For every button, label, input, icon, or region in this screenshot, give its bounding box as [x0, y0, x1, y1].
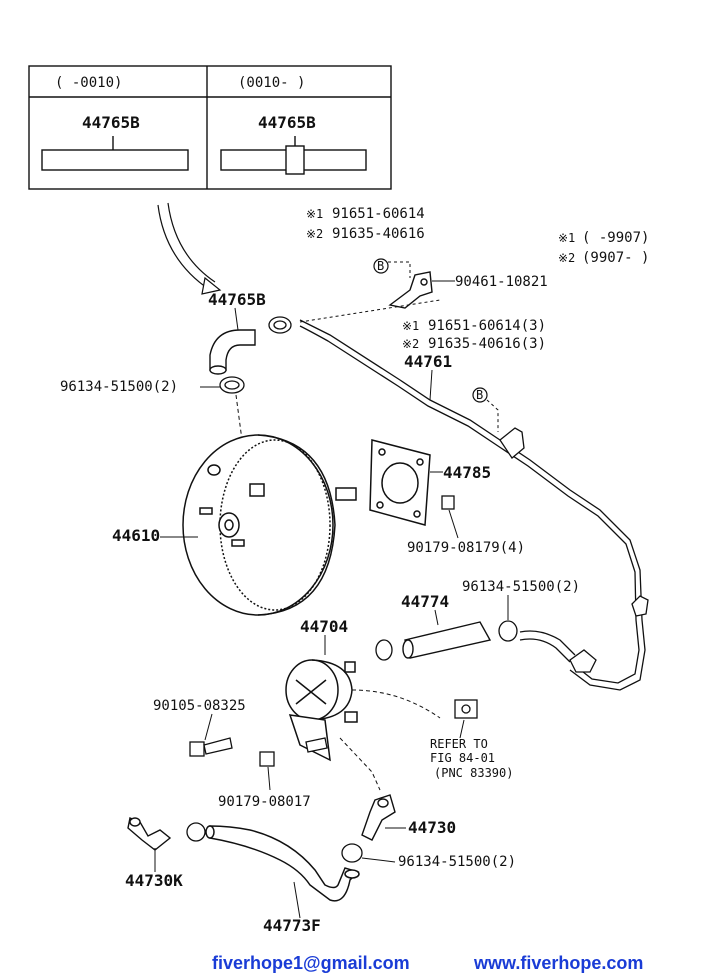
bracket-90461	[388, 271, 433, 309]
nut-90179-08017	[259, 751, 275, 767]
nut-90179-08179	[441, 495, 455, 510]
vacuum-switch	[454, 699, 478, 719]
bolt-90105	[189, 737, 233, 757]
footer-website[interactable]: www.fiverhope.com	[474, 953, 644, 973]
inset-table	[28, 65, 392, 190]
part-90179-08179: 90179-08179(4)	[407, 540, 525, 556]
hose-clamp-bottom-r	[341, 843, 363, 863]
ref-91635-top: 91635-40616	[332, 226, 425, 242]
mark-1-top: ※1	[306, 207, 323, 221]
pipe-clamp-1	[499, 427, 525, 459]
mark-2-mid: ※2	[402, 337, 419, 351]
svg-text:B: B	[377, 259, 384, 273]
brake-booster-44610	[182, 434, 357, 616]
hose-clamp-44774-l	[375, 639, 393, 661]
circle-b-mid: B	[472, 387, 488, 403]
mark-2-range: ※2	[558, 251, 575, 265]
part-96134-bot: 96134-51500(2)	[398, 854, 516, 870]
part-44610: 44610	[112, 526, 160, 545]
hose-44774	[402, 621, 492, 659]
stud-valve	[305, 737, 328, 753]
part-90461: 90461-10821	[455, 274, 548, 290]
part-44785: 44785	[443, 463, 491, 482]
part-96134-mid: 96134-51500(2)	[462, 579, 580, 595]
part-44730k: 44730K	[125, 871, 183, 890]
ref-91651-top: 91651-60614	[332, 206, 425, 222]
range-2: (9907- )	[582, 250, 649, 266]
hose-44765b	[209, 329, 256, 375]
refer-line-2: FIG 84-01	[430, 751, 495, 765]
valve-44704	[285, 659, 358, 762]
hose-clamp-44774-r	[498, 620, 518, 642]
ref-91651-mid: 91651-60614(3)	[428, 318, 546, 334]
range-1: ( -9907)	[582, 230, 649, 246]
mark-2-top: ※2	[306, 227, 323, 241]
part-44774: 44774	[401, 592, 449, 611]
vacuum-pipe-44761	[299, 319, 646, 691]
part-44730: 44730	[408, 818, 456, 837]
part-90179-08017: 90179-08017	[218, 794, 311, 810]
pipe-clamp-2	[631, 595, 649, 617]
part-44773f: 44773F	[263, 916, 321, 935]
inset-range-1: ( -0010)	[55, 75, 122, 91]
part-90105: 90105-08325	[153, 698, 246, 714]
pipe-clamp-3	[569, 649, 597, 673]
mark-1-mid: ※1	[402, 319, 419, 333]
circle-b-top: B	[373, 258, 389, 274]
inset-range-2: (0010- )	[238, 75, 305, 91]
gasket-44785	[369, 439, 431, 526]
inset-part-2: 44765B	[258, 113, 316, 132]
fitting-44730k	[127, 817, 172, 851]
refer-line-1: REFER TO	[430, 737, 488, 751]
part-44761: 44761	[404, 352, 452, 371]
mark-1-range: ※1	[558, 231, 575, 245]
hose-clamp-top	[268, 316, 292, 334]
footer-email[interactable]: fiverhope1@gmail.com	[212, 953, 410, 973]
inset-part-1: 44765B	[82, 113, 140, 132]
hose-44773f	[205, 825, 360, 902]
part-44704: 44704	[300, 617, 348, 636]
part-96134-top: 96134-51500(2)	[60, 379, 178, 395]
hose-clamp-left	[219, 376, 245, 394]
part-44765b: 44765B	[208, 290, 266, 309]
callout-arrow	[157, 202, 222, 295]
hose-clamp-bottom-l	[186, 822, 206, 842]
refer-line-3: (PNC 83390)	[434, 766, 513, 780]
fitting-44730	[361, 794, 396, 841]
ref-91635-mid: 91635-40616(3)	[428, 336, 546, 352]
svg-text:B: B	[476, 388, 483, 402]
